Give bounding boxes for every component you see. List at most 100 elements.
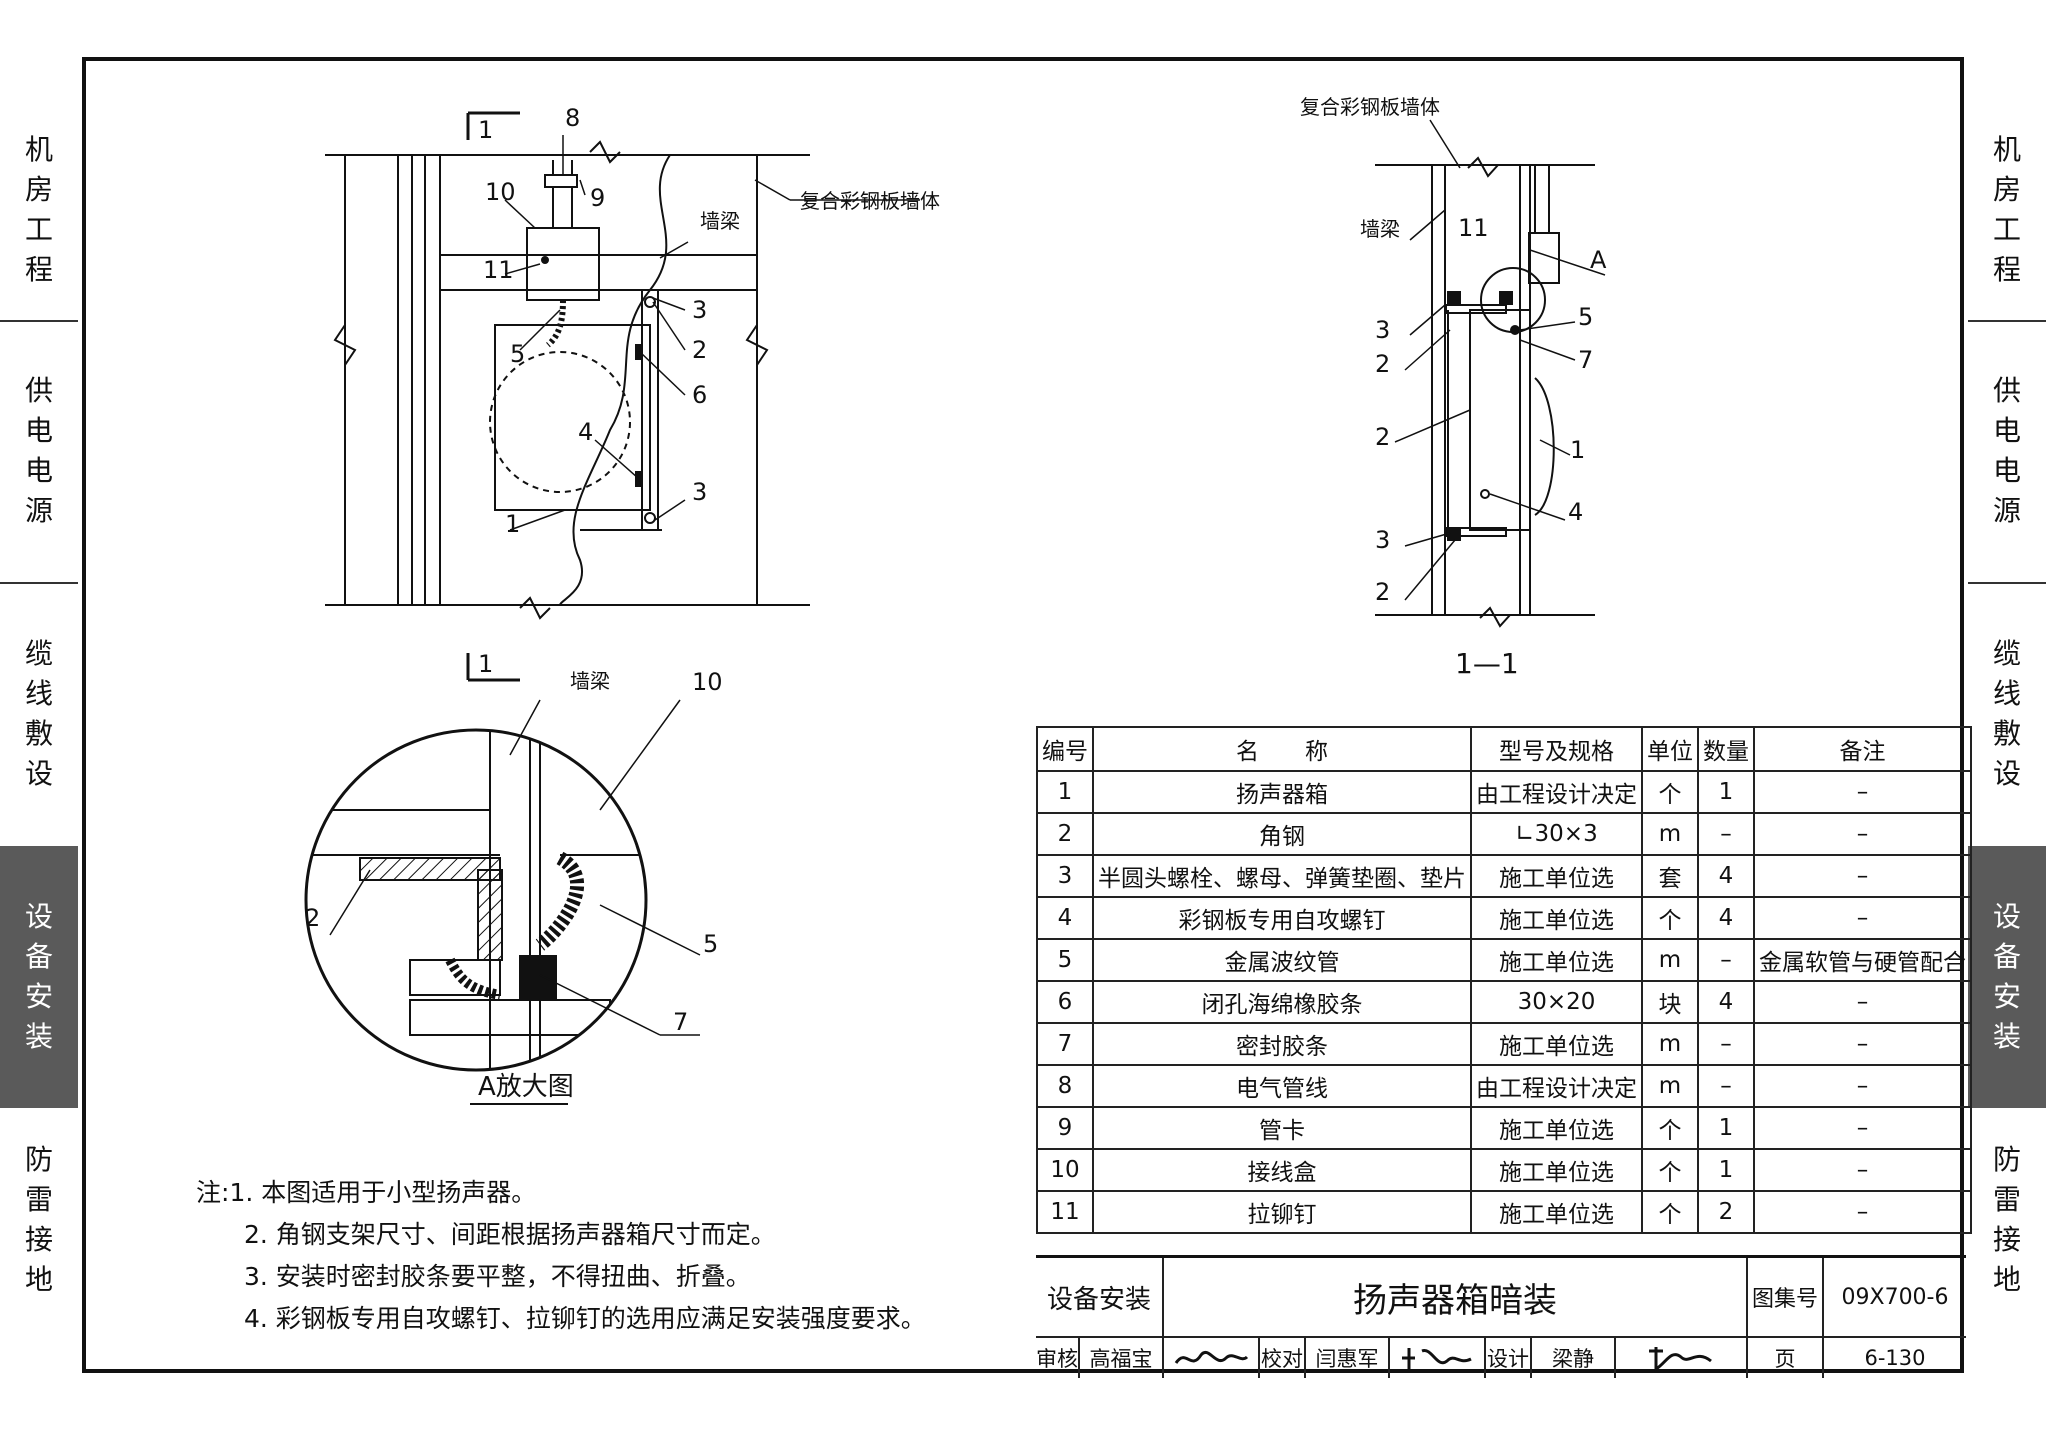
atlas-label: 图集号 xyxy=(1748,1258,1824,1336)
svg-text:6: 6 xyxy=(692,381,707,409)
detail-view xyxy=(304,728,648,1072)
cell-no: 6 xyxy=(1036,980,1094,1024)
svg-text:4: 4 xyxy=(578,418,593,446)
svg-text:10: 10 xyxy=(485,178,516,206)
header-remark: 备注 xyxy=(1753,726,1972,772)
cell-unit: m xyxy=(1641,1064,1699,1108)
cell-remark: – xyxy=(1753,770,1972,814)
cell-unit: 个 xyxy=(1641,770,1699,814)
svg-text:2: 2 xyxy=(1375,350,1390,378)
header-qty: 数量 xyxy=(1697,726,1755,772)
cell-qty: – xyxy=(1697,1064,1755,1108)
svg-text:1: 1 xyxy=(478,116,493,144)
cell-spec: 施工单位选 xyxy=(1470,896,1643,940)
elevation-view xyxy=(325,140,810,620)
side-tab-left-4: 防雷接地 xyxy=(24,1143,53,1296)
header-unit: 单位 xyxy=(1641,726,1699,772)
side-tab-left-1: 供电电源 xyxy=(24,374,53,527)
svg-text:3: 3 xyxy=(1375,316,1390,344)
cell-spec: 施工单位选 xyxy=(1470,1022,1643,1066)
svg-text:3: 3 xyxy=(692,296,707,324)
cell-spec: 由工程设计决定 xyxy=(1470,770,1643,814)
side-tab-right-4: 防雷接地 xyxy=(1992,1143,2021,1296)
cell-name: 角钢 xyxy=(1092,812,1472,856)
review-label: 审核 xyxy=(1036,1338,1080,1378)
category-label: 设备安装 xyxy=(1036,1258,1164,1336)
section-view xyxy=(1375,156,1595,628)
svg-text:1: 1 xyxy=(1570,436,1585,464)
cell-unit: m xyxy=(1641,812,1699,856)
cell-name: 彩钢板专用自攻螺钉 xyxy=(1092,896,1472,940)
header-name: 名 称 xyxy=(1092,726,1472,772)
cell-remark: – xyxy=(1753,1022,1972,1066)
cell-name: 金属波纹管 xyxy=(1092,938,1472,982)
cell-spec: 施工单位选 xyxy=(1470,1190,1643,1234)
svg-text:1: 1 xyxy=(505,510,520,538)
cell-unit: 个 xyxy=(1641,1148,1699,1192)
side-tab-right-1: 供电电源 xyxy=(1992,374,2021,527)
svg-text:2: 2 xyxy=(1375,578,1390,606)
side-tab-right-3: 设备安装 xyxy=(1968,846,2046,1108)
cell-spec: 施工单位选 xyxy=(1470,1106,1643,1150)
side-tab-left-2: 缆线敷设 xyxy=(24,637,53,790)
cell-name: 接线盒 xyxy=(1092,1148,1472,1192)
cell-name: 半圆头螺栓、螺母、弹簧垫圈、垫片 xyxy=(1092,854,1472,898)
header-no: 编号 xyxy=(1036,726,1094,772)
note-item: 4. 彩钢板专用自攻螺钉、拉铆钉的选用应满足安装强度要求。 xyxy=(244,1304,926,1333)
designer-name: 梁静 xyxy=(1532,1338,1616,1378)
cell-qty: – xyxy=(1697,1022,1755,1066)
reviewer-signature xyxy=(1164,1338,1260,1378)
cell-no: 10 xyxy=(1036,1148,1094,1192)
svg-text:5: 5 xyxy=(510,340,525,368)
design-label: 设计 xyxy=(1486,1338,1532,1378)
cell-unit: 块 xyxy=(1641,980,1699,1024)
svg-text:1—1: 1—1 xyxy=(1455,647,1519,680)
cell-unit: 套 xyxy=(1641,854,1699,898)
cell-no: 5 xyxy=(1036,938,1094,982)
elevation-labels: 1 1 8 9 10 11 5 3 2 6 4 3 1 墙梁 复合彩钢板墙体 xyxy=(478,104,940,678)
svg-text:A放大图: A放大图 xyxy=(478,1072,574,1102)
cell-qty: 4 xyxy=(1697,854,1755,898)
cell-spec: 施工单位选 xyxy=(1470,1148,1643,1192)
atlas-number: 09X700-6 xyxy=(1841,1284,1949,1310)
page-number: 6-130 xyxy=(1864,1346,1926,1370)
svg-text:9: 9 xyxy=(590,184,605,212)
cell-qty: 4 xyxy=(1697,896,1755,940)
page-label: 页 xyxy=(1748,1338,1824,1378)
cell-remark: – xyxy=(1753,1106,1972,1150)
cell-name: 电气管线 xyxy=(1092,1064,1472,1108)
header-spec: 型号及规格 xyxy=(1470,726,1643,772)
cell-remark: – xyxy=(1753,854,1972,898)
svg-text:7: 7 xyxy=(673,1008,688,1036)
svg-text:墙梁: 墙梁 xyxy=(700,209,740,233)
svg-text:墙梁: 墙梁 xyxy=(1360,217,1400,241)
side-tab-right-2: 缆线敷设 xyxy=(1992,637,2021,790)
cell-name: 管卡 xyxy=(1092,1106,1472,1150)
cell-qty: – xyxy=(1697,812,1755,856)
cell-qty: 4 xyxy=(1697,980,1755,1024)
cell-name: 密封胶条 xyxy=(1092,1022,1472,1066)
svg-text:11: 11 xyxy=(1458,214,1489,242)
drawing-frame xyxy=(82,57,1964,1373)
svg-text:1: 1 xyxy=(478,650,493,678)
svg-text:复合彩钢板墙体: 复合彩钢板墙体 xyxy=(1300,95,1440,119)
cell-remark: 金属软管与硬管配合 xyxy=(1753,938,1972,982)
cell-no: 8 xyxy=(1036,1064,1094,1108)
svg-text:8: 8 xyxy=(565,104,580,132)
svg-text:4: 4 xyxy=(1568,498,1583,526)
cell-qty: 1 xyxy=(1697,1106,1755,1150)
cell-remark: – xyxy=(1753,812,1972,856)
cell-remark: – xyxy=(1753,896,1972,940)
designer-signature xyxy=(1616,1338,1748,1378)
svg-text:A: A xyxy=(1590,246,1607,274)
notes-prefix: 注: xyxy=(196,1178,230,1207)
cell-qty: 1 xyxy=(1697,770,1755,814)
cell-no: 11 xyxy=(1036,1190,1094,1234)
cell-no: 2 xyxy=(1036,812,1094,856)
parts-table-header: 编号 名 称 型号及规格 单位 数量 备注 xyxy=(1036,726,1972,772)
